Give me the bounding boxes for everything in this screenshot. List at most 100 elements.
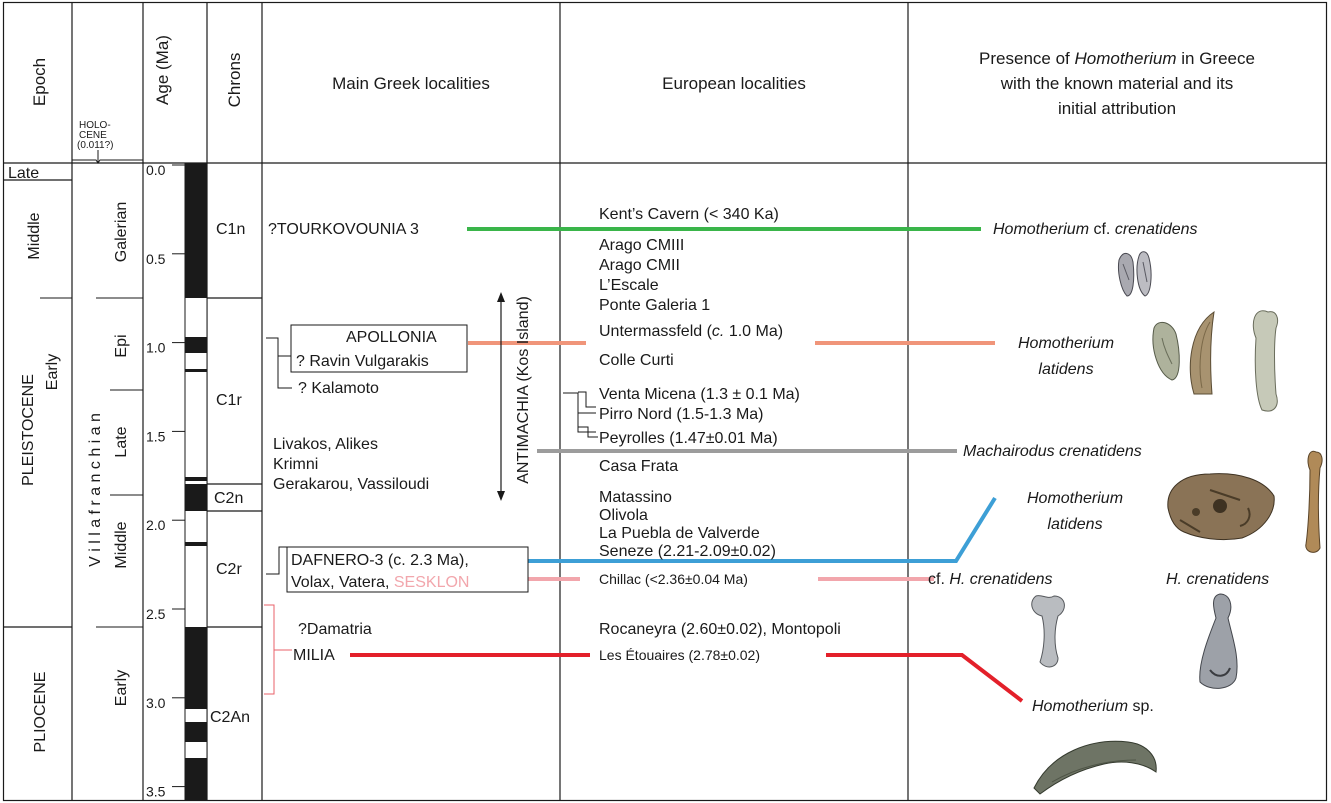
epoch-column: Late Middle PLEISTOCENE Early PLIOCENE E… xyxy=(8,165,130,752)
blue-line xyxy=(528,496,997,563)
greek-header: Main Greek localities xyxy=(332,74,490,93)
holocene-label-1: HOLO- xyxy=(79,120,111,131)
damatria-label: ?Damatria xyxy=(298,621,372,638)
polarity-column xyxy=(184,162,208,801)
fossil-jaw-red xyxy=(1033,740,1157,795)
ponte-galeria: Ponte Galeria 1 xyxy=(599,297,710,314)
antimachia-label: ANTIMACHIA (Kos Island) xyxy=(515,296,532,484)
presence-header-1: Presence of Homotherium in Greece xyxy=(979,49,1255,68)
gray-taxon: Machairodus crenatidens xyxy=(963,443,1142,460)
presence-header-3: initial attribution xyxy=(1058,99,1176,118)
european-localities: Kent’s Cavern (< 340 Ka) Arago CMIII Ara… xyxy=(563,206,841,663)
volax-label: Volax, Vatera, SESKLON xyxy=(291,574,469,591)
age-tick-label: 3.5 xyxy=(146,784,166,800)
pirro-nord: Pirro Nord (1.5-1.3 Ma) xyxy=(599,406,764,423)
colle-curti: Colle Curti xyxy=(599,352,674,369)
orange-taxon-1: Homotherium xyxy=(1018,335,1114,352)
blue-taxon-2: latidens xyxy=(1047,516,1102,533)
holocene-wedge xyxy=(72,150,143,164)
age-tick-label: 2.5 xyxy=(146,606,166,622)
casa-frata: Casa Frata xyxy=(599,458,678,475)
kalamoto-label: ? Kalamoto xyxy=(298,380,379,397)
greek-localities: ?TOURKOVOUNIA 3 APOLLONIA ? Ravin Vulgar… xyxy=(264,221,532,695)
age-tick-label: 3.0 xyxy=(146,695,166,711)
holocene-label-3: (0.011?) xyxy=(77,140,114,151)
milia-label: MILIA xyxy=(293,647,335,664)
chron-c2an: C2An xyxy=(210,709,250,726)
middle-stage-label: Middle xyxy=(113,521,130,568)
age-tick-label: 1.5 xyxy=(146,428,166,444)
fossil-teeth-green xyxy=(1118,251,1152,297)
fossil-illustrations xyxy=(1031,251,1323,795)
headers: Epoch HOLO- CENE (0.011?) Age (Ma) Chron… xyxy=(30,35,1255,151)
galerian-label: Galerian xyxy=(113,202,130,262)
olivola: Olivola xyxy=(599,507,648,524)
pink-taxon-cf: cf. H. crenatidens xyxy=(928,571,1053,588)
milia-bracket xyxy=(264,604,292,695)
venta-micena: Venta Micena (1.3 ± 0.1 Ma) xyxy=(599,386,800,403)
antimachia-arrow-down xyxy=(497,491,505,501)
livakos-label: Livakos, Alikes xyxy=(273,436,378,453)
antimachia-arrow-up xyxy=(497,292,505,302)
epoch-ticks xyxy=(30,179,143,628)
rocaneyra: Rocaneyra (2.60±0.02), Montopoli xyxy=(599,621,841,638)
chron-c2n: C2n xyxy=(214,490,243,507)
krimni-label: Krimni xyxy=(273,456,318,473)
early-pleistocene-label: Early xyxy=(44,354,61,390)
pink-taxon-2: H. crenatidens xyxy=(1166,571,1269,588)
epoch-header: Epoch xyxy=(30,58,49,106)
arago-cmiii: Arago CMIII xyxy=(599,237,684,254)
age-tick-label: 0.5 xyxy=(146,251,166,267)
red-taxon: Homotherium sp. xyxy=(1032,698,1154,715)
untermassfeld: Untermassfeld (c. 1.0 Ma) xyxy=(599,323,783,340)
age-header: Age (Ma) xyxy=(153,35,172,105)
puebla: La Puebla de Valverde xyxy=(599,525,760,542)
stage-column: Galerian V i l l a f r a n c h i a n Epi… xyxy=(87,202,143,569)
orange-taxon-2: latidens xyxy=(1038,361,1093,378)
correlation-lines xyxy=(350,227,1024,703)
late-label: Late xyxy=(8,165,39,182)
chron-c1n: C1n xyxy=(216,221,245,238)
red-line xyxy=(350,653,1024,703)
chillac: Chillac (<2.36±0.04 Ma) xyxy=(599,571,748,587)
fossil-bone-pink-2 xyxy=(1199,593,1238,689)
dafnero-label: DAFNERO-3 (c. 2.3 Ma), xyxy=(291,552,469,569)
fossil-bone-pink-1 xyxy=(1031,595,1065,668)
age-tick-label: 1.0 xyxy=(146,340,166,356)
dafnero-box xyxy=(286,546,529,593)
villafranchian-label: V i l l a f r a n c h i a n xyxy=(87,413,104,567)
age-tick-label: 0.0 xyxy=(146,162,166,178)
lescale: L’Escale xyxy=(599,277,659,294)
european-bracket xyxy=(563,391,598,438)
chron-c1r: C1r xyxy=(216,392,242,409)
age-tick-label: 2.0 xyxy=(146,517,166,533)
gerakarou-label: Gerakarou, Vassiloudi xyxy=(273,476,429,493)
green-taxon: Homotherium cf. crenatidens xyxy=(993,221,1198,238)
middle-epoch-label: Middle xyxy=(26,212,43,259)
seneze: Seneze (2.21-2.09±0.02) xyxy=(599,543,776,560)
apollonia-label: APOLLONIA xyxy=(346,329,437,346)
apollonia-bracket xyxy=(266,337,292,389)
apollonia-box xyxy=(290,324,468,373)
blue-taxon-1: Homotherium xyxy=(1027,490,1123,507)
fossil-skull-gray xyxy=(1167,450,1323,553)
pleistocene-label: PLEISTOCENE xyxy=(20,374,37,486)
chrons-header: Chrons xyxy=(225,53,244,108)
pliocene-label: PLIOCENE xyxy=(32,672,49,753)
european-header: European localities xyxy=(662,74,806,93)
kents-cavern: Kent’s Cavern (< 340 Ka) xyxy=(599,206,779,223)
chron-c2r: C2r xyxy=(216,561,242,578)
holocene-label-2: CENE xyxy=(79,130,107,141)
presence-header-2: with the known material and its xyxy=(1000,74,1233,93)
matassino: Matassino xyxy=(599,489,672,506)
ravin-label: ? Ravin Vulgarakis xyxy=(296,353,429,370)
peyrolles: Peyrolles (1.47±0.01 Ma) xyxy=(599,430,778,447)
late-stage-label: Late xyxy=(113,426,130,457)
dafnero-bracket xyxy=(266,546,287,575)
presence-labels: Homotherium cf. crenatidens Homotherium … xyxy=(928,221,1269,715)
tourkovounia-label: ?TOURKOVOUNIA 3 xyxy=(268,221,419,238)
early-pliocene-label: Early xyxy=(113,670,130,706)
fossil-teeth-orange xyxy=(1152,310,1279,412)
epi-label: Epi xyxy=(113,334,130,357)
